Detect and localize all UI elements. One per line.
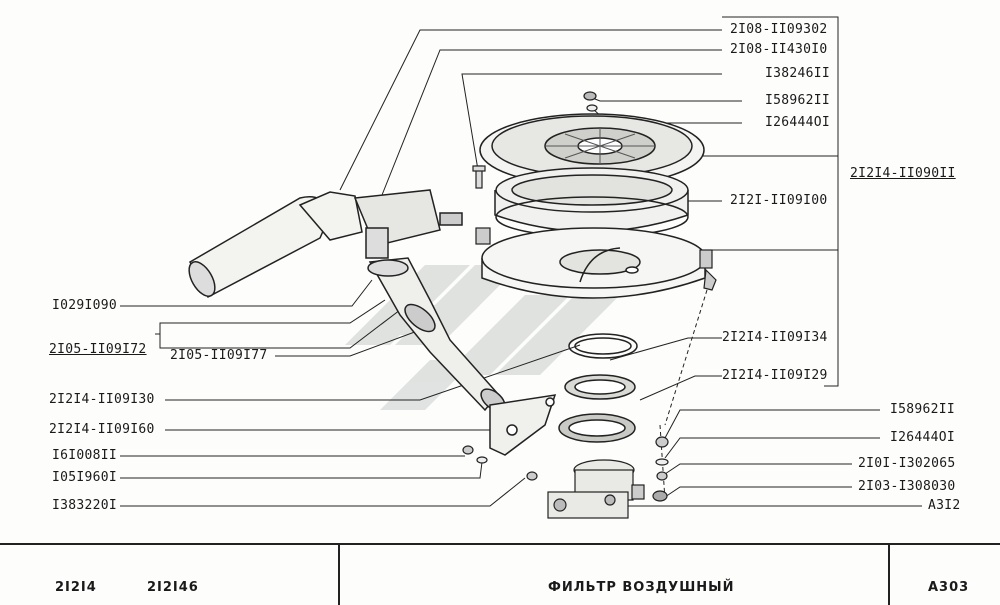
carburetor <box>547 459 645 519</box>
label-2103-1308030: 2I03-I308030 <box>858 479 956 494</box>
leader-lines <box>120 16 922 507</box>
label-1383220: I383220I <box>52 498 118 513</box>
label-1589621-top: I58962II <box>765 93 831 108</box>
label-2121-1109100: 2I2I-II09I00 <box>730 193 828 208</box>
sheet-title: ФИЛЬТР ВОЗДУШНЫЙ <box>548 580 735 595</box>
intake-pipe <box>188 189 463 299</box>
model-code-2: 2I2I46 <box>147 580 199 595</box>
bolt <box>472 165 486 189</box>
label-1382461: I38246II <box>765 66 831 81</box>
label-1264401-top: I26444OI <box>765 115 831 130</box>
filter-element <box>494 167 689 238</box>
label-21214-1109160: 2I2I4-II09I60 <box>49 422 155 437</box>
nut-top <box>583 91 598 112</box>
label-21214-1109134: 2I2I4-II09I34 <box>722 330 828 345</box>
label-1051960: I05I960I <box>52 470 118 485</box>
housing-clips <box>475 227 717 291</box>
label-1029109: I029I090 <box>52 298 118 313</box>
alignment-dashes <box>659 289 708 501</box>
label-2101-1302065: 2I0I-I302065 <box>858 456 956 471</box>
model-code-1: 2I2I4 <box>55 580 97 595</box>
gaskets <box>558 333 638 443</box>
label-1610081: I6I008II <box>52 448 118 463</box>
hose <box>367 257 506 412</box>
label-a312: A3I2 <box>928 498 961 513</box>
divider <box>888 545 890 605</box>
bracket <box>489 394 557 456</box>
label-21214-1109129: 2I2I4-II09I29 <box>722 368 828 383</box>
label-2105-1109177: 2I05-II09I77 <box>170 348 268 363</box>
filter-housing <box>481 227 707 299</box>
label-2108-1109302: 2I08-II09302 <box>730 22 828 37</box>
filter-cover <box>479 113 705 187</box>
label-1589621-bottom: I58962II <box>890 402 956 417</box>
sheet-code: A303 <box>928 580 970 595</box>
small-nuts <box>462 436 669 502</box>
title-block: 2I2I4 2I2I46 ФИЛЬТР ВОЗДУШНЫЙ A303 <box>0 543 1000 605</box>
label-2108-1143010: 2I08-II430I0 <box>730 42 828 57</box>
label-21214-1109130: 2I2I4-II09I30 <box>49 392 155 407</box>
divider <box>338 545 340 605</box>
label-1264401-bottom: I26444OI <box>890 430 956 445</box>
label-2105-1109172: 2I05-II09I72 <box>49 342 147 357</box>
label-21214-1109011: 2I2I4-II090II <box>850 166 956 181</box>
